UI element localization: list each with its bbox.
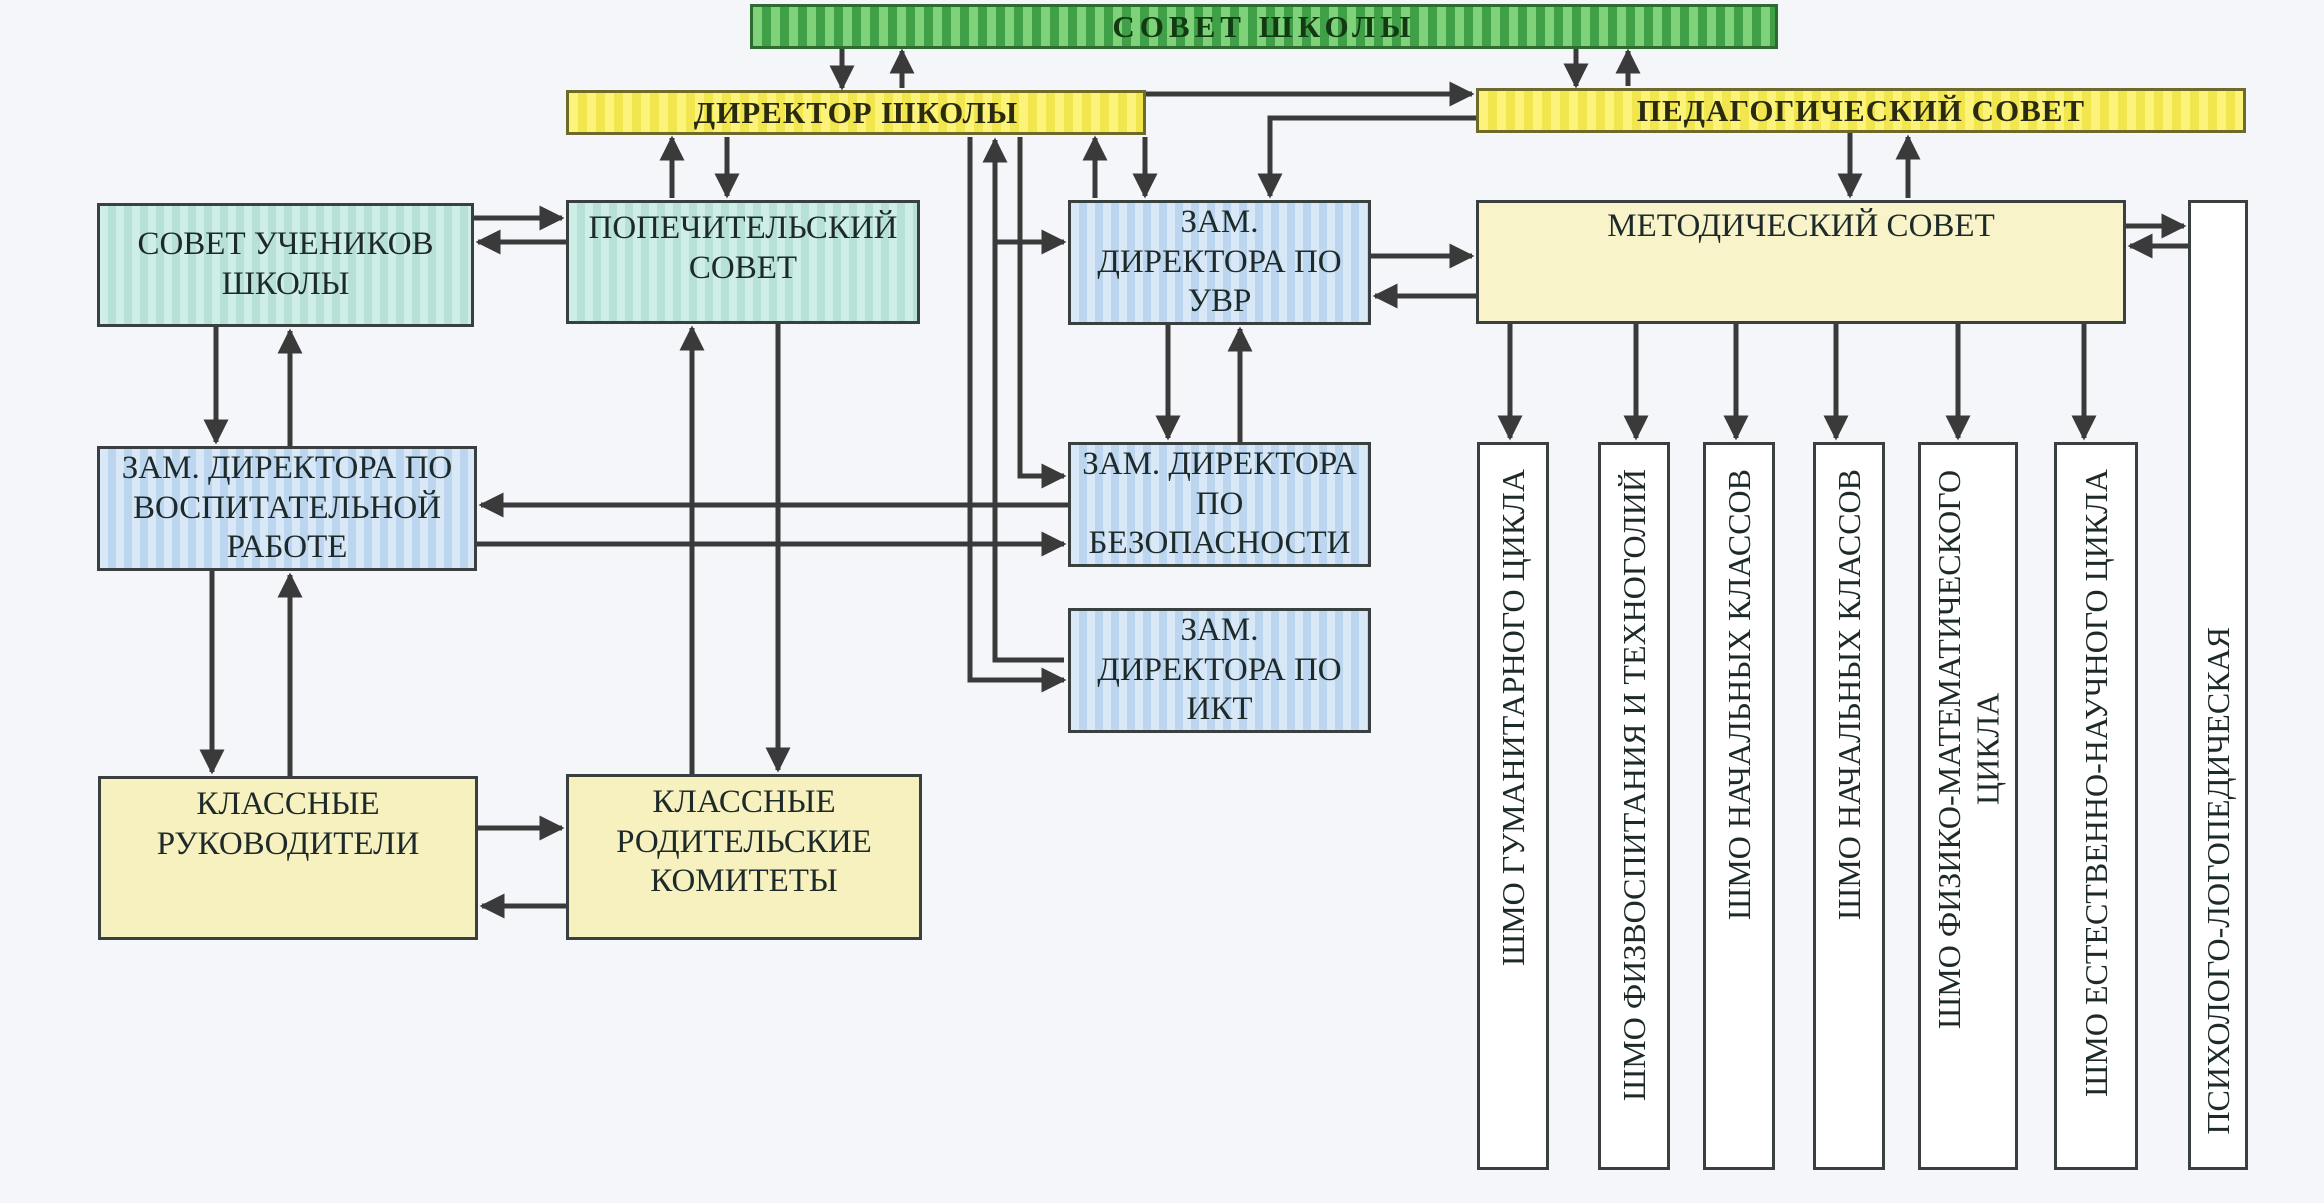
pedagogical-council: ПЕДАГОГИЧЕСКИЙ СОВЕТ [1476, 88, 2246, 133]
class-teachers-box: КЛАССНЫЕ РУКОВОДИТЕЛИ [98, 776, 478, 940]
class-teachers-label: КЛАССНЫЕ РУКОВОДИТЕЛИ [156, 786, 420, 862]
arrow-ict-to-director [982, 137, 1064, 663]
methodical-council-label: МЕТОДИЧЕСКИЙ СОВЕТ [1607, 208, 1995, 244]
trustee-council-label: ПОПЕЧИТЕЛЬСКИЙ СОВЕТ [588, 210, 898, 286]
trustee-council-box: ПОПЕЧИТЕЛЬСКИЙ СОВЕТ [566, 200, 920, 324]
deputy-upbringing-box: ЗАМ. ДИРЕКТОРА ПО ВОСПИТАТЕЛЬНОЙ РАБОТЕ [97, 446, 477, 571]
deputy-uvr-label: ЗАМ. ДИРЕКТОРА ПО УВР [1097, 204, 1342, 320]
deputy-ict-box: ЗАМ. ДИРЕКТОРА ПО ИКТ [1068, 608, 1371, 733]
arrow-ped-to-uvr [1257, 115, 1476, 199]
parent-committees-label: КЛАССНЫЕ РОДИТЕЛЬСКИЕ КОМИТЕТЫ [616, 784, 872, 900]
school-council-label: СОВЕТ ШКОЛЫ [1112, 8, 1416, 44]
deputy-safety-box: ЗАМ. ДИРЕКТОРА ПО БЕЗОПАСНОСТИ [1068, 442, 1371, 567]
deputy-upbringing-label: ЗАМ. ДИРЕКТОРА ПО ВОСПИТАТЕЛЬНОЙ РАБОТЕ [121, 450, 453, 566]
shmo-primary-2-box: ШМО НАЧАЛЬНЫХ КЛАССОВ [1813, 442, 1885, 1170]
student-council-box: СОВЕТ УЧЕНИКОВ ШКОЛЫ [97, 203, 474, 327]
shmo-primary-1-box: ШМО НАЧАЛЬНЫХ КЛАССОВ [1703, 442, 1775, 1170]
deputy-ict-label: ЗАМ. ДИРЕКТОРА ПО ИКТ [1097, 612, 1342, 728]
deputy-uvr-box: ЗАМ. ДИРЕКТОРА ПО УВР [1068, 200, 1371, 325]
parent-committees-box: КЛАССНЫЕ РОДИТЕЛЬСКИЕ КОМИТЕТЫ [566, 774, 922, 940]
arrow-director-to-safety [1017, 137, 1067, 489]
pedagogical-council-label: ПЕДАГОГИЧЕСКИЙ СОВЕТ [1636, 92, 2086, 128]
shmo-science-box: ШМО ЕСТЕСТВЕННО-НАУЧНОГО ЦИКЛА [2054, 442, 2138, 1170]
methodical-council-box: МЕТОДИЧЕСКИЙ СОВЕТ [1476, 200, 2126, 324]
school-council: СОВЕТ ШКОЛЫ [750, 4, 1778, 49]
shmo-humanities-box: ШМО ГУМАНИТАРНОГО ЦИКЛА [1477, 442, 1549, 1170]
arrow-director-to-ict [967, 137, 1067, 693]
deputy-safety-label: ЗАМ. ДИРЕКТОРА ПО БЕЗОПАСНОСТИ [1082, 446, 1357, 562]
psych-speech-box: ПСИХОЛОГО-ЛОГОПЕДИЧЕСКАЯ [2188, 200, 2248, 1170]
student-council-label: СОВЕТ УЧЕНИКОВ ШКОЛЫ [137, 226, 434, 302]
shmo-physmath-box: ШМО ФИЗИКО-МАТЕМАТИЧЕСКОГО ЦИКЛА [1918, 442, 2018, 1170]
school-director-label: ДИРЕКТОР ШКОЛЫ [693, 94, 1019, 130]
shmo-pe-tech-box: ШМО ФИЗВОСПИТАНИЯ И ТЕХНОГОЛИЙ [1598, 442, 1670, 1170]
school-director: ДИРЕКТОР ШКОЛЫ [566, 90, 1146, 135]
